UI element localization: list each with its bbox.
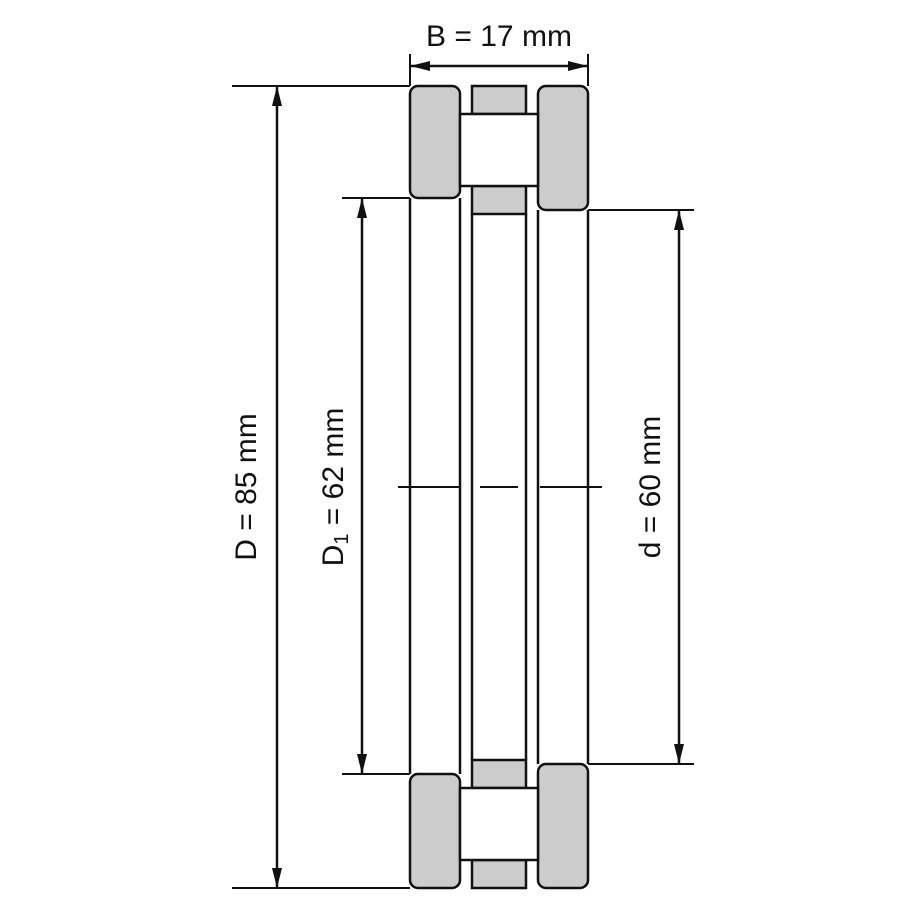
top-cage-upper <box>470 84 528 116</box>
outer-diameter-label: D = 85 mm <box>230 413 263 561</box>
dimension-arrows <box>272 61 684 888</box>
bottom-cage-lower <box>470 858 528 890</box>
bottom-housing-washer <box>408 772 462 890</box>
top-roller <box>458 112 540 188</box>
housing-bore-label: D1 = 62 mm <box>317 408 353 567</box>
inner-diameter-label: d = 60 mm <box>634 416 667 559</box>
housing-bore-rest: = 62 mm <box>317 408 350 534</box>
width-label: B = 17 mm <box>426 20 572 53</box>
top-housing-washer <box>408 84 462 200</box>
bottom-shaft-washer <box>536 762 590 890</box>
bearing-section <box>408 84 590 890</box>
housing-bore-subscript: 1 <box>331 534 353 545</box>
bottom-roller <box>458 786 540 862</box>
housing-bore-main: D <box>317 545 350 567</box>
bottom-cage-upper <box>470 758 528 790</box>
top-shaft-washer <box>536 84 590 212</box>
top-cage-lower <box>470 184 528 216</box>
